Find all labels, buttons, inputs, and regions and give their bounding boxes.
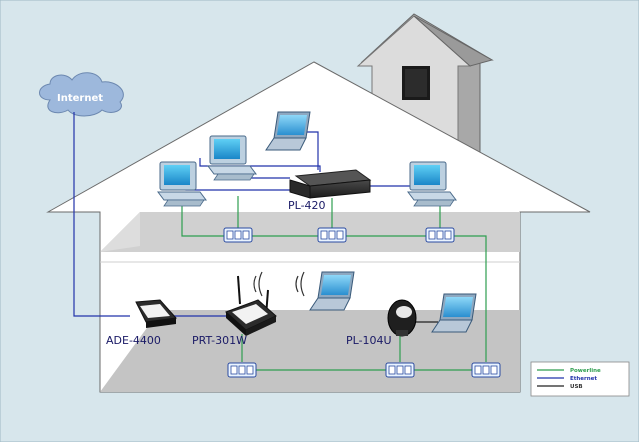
socket-upper-2 — [317, 227, 347, 243]
adapter-label: PL-104U — [346, 334, 392, 347]
desktop-pc-right — [407, 161, 457, 207]
socket-lower-2 — [385, 362, 415, 378]
socket-upper-1 — [223, 227, 253, 243]
router-prt-301w: PRT-301W — [192, 275, 277, 347]
switch-pl-420: PL-420 — [288, 169, 372, 212]
internet-cloud: Internet — [39, 72, 124, 117]
legend-ethernet-label: Ethernet — [570, 376, 597, 382]
adapter-pl-104u: PL-104U — [346, 299, 417, 347]
laptop-usb — [431, 293, 477, 333]
powerline-sockets — [223, 227, 501, 378]
laptop-wireless — [309, 271, 355, 311]
background-house — [356, 13, 494, 161]
legend: Powerline Ethernet USB — [530, 361, 630, 397]
switch-label: PL-420 — [288, 199, 326, 212]
powerline-links — [181, 196, 487, 371]
legend-powerline-label: Powerline — [570, 368, 601, 374]
modem-label: ADE-4400 — [106, 334, 161, 347]
socket-lower-1 — [227, 362, 257, 378]
laptop-upper — [265, 111, 311, 151]
desktop-pc-left — [157, 161, 207, 207]
legend-usb-label: USB — [570, 384, 583, 390]
desktop-pc-middle — [207, 135, 257, 181]
socket-lower-3 — [471, 362, 501, 378]
internet-label: Internet — [57, 93, 103, 104]
modem-ade-4400: ADE-4400 — [106, 299, 177, 347]
wifi-signal-icon — [253, 271, 305, 297]
router-label: PRT-301W — [192, 334, 247, 347]
socket-upper-3 — [425, 227, 455, 243]
